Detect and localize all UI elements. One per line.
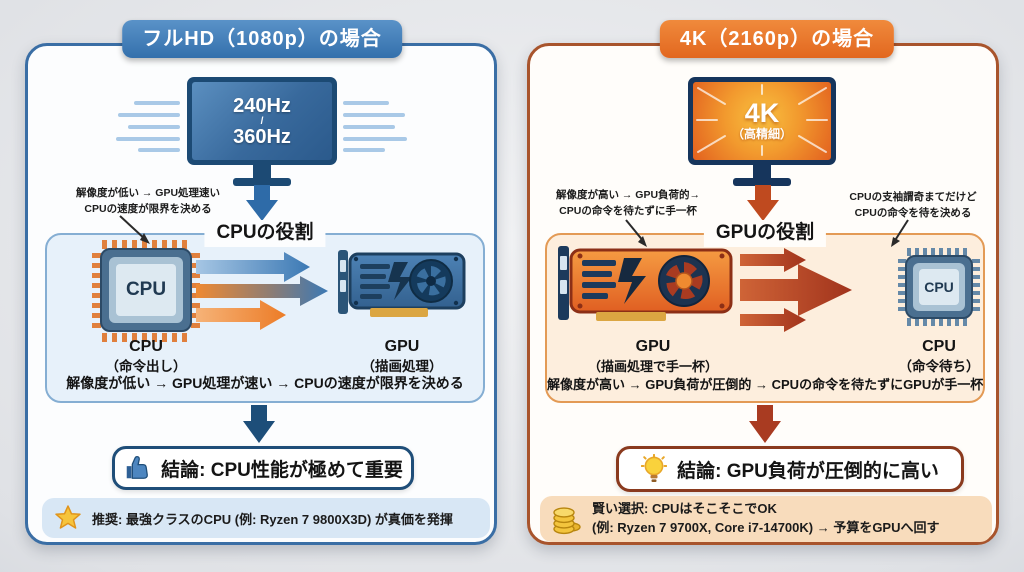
sunburst-icon: [696, 84, 828, 156]
gpu-to-cpu-arrows-icon: [740, 248, 852, 332]
gpu-name: GPU: [635, 338, 671, 355]
chip-pins-right: [191, 253, 200, 329]
smart-choice-text: 賢い選択: CPUはそこそこでOK (例: Ryzen 7 9700X, Cor…: [592, 500, 940, 538]
cpu-chip: CPU: [898, 248, 980, 326]
chip-package: CPU: [100, 248, 192, 332]
refresh-rate-bottom: 360Hz: [233, 125, 291, 148]
gpu-label: GPU （描画処理で手一杯）: [573, 336, 733, 375]
smart-choice-line1: 賢い選択: CPUはそこそこでOK: [592, 501, 777, 517]
fourk-monitor: 4K （高精細）: [688, 77, 836, 186]
resolution-label: 4K: [744, 97, 780, 128]
recommendation-text: 推奨: 最強クラスのCPU (例: Ryzen 7 9800X3D) が真価を発…: [92, 511, 453, 527]
fourk-header: 4K（2160p）の場合: [659, 20, 895, 58]
lightbulb-icon: [641, 454, 668, 482]
annotation-line2: CPUの命令を待たずに手一杯: [559, 204, 697, 217]
fullhd-recommendation: 推奨: 最強クラスのCPU (例: Ryzen 7 9800X3D) が真価を発…: [42, 498, 490, 538]
gpu-card-icon: [558, 246, 733, 321]
gpu-role: （描画処理で手一杯）: [587, 358, 718, 374]
fullhd-header-label: フルHD（1080p）の場合: [142, 28, 382, 50]
cpu-role: （命令出し）: [105, 358, 187, 374]
refresh-rate-separator: /: [260, 115, 264, 127]
conclusion-text: 結論: CPU性能が極めて重要: [161, 459, 403, 481]
fourk-header-label: 4K（2160p）の場合: [679, 28, 875, 50]
fourk-smart-choice: 賢い選択: CPUはそこそこでOK (例: Ryzen 7 9700X, Cor…: [540, 496, 992, 542]
monitor-stand-base: [733, 178, 791, 186]
monitor-screen: 240Hz / 360Hz: [192, 82, 332, 160]
annotation-line1: 解像度が低い → GPU処理速い: [75, 187, 221, 199]
down-arrow-icon: [747, 185, 779, 221]
cpu-label: CPU （命令出し）: [76, 336, 216, 376]
gpu-card-icon: [338, 250, 466, 317]
chip-pins-top: [907, 248, 971, 256]
annotation-line2: CPUの命令を待を決める: [854, 206, 972, 219]
cpu-label: CPU （命令待ち）: [869, 336, 1009, 376]
chip-pins-right: [972, 259, 980, 315]
monitor-frame: 240Hz / 360Hz: [187, 77, 337, 165]
cpu-role-box: CPUの役割 CPU CPU （命令出し）: [45, 220, 485, 403]
thumbs-up-icon: [126, 455, 149, 479]
cpu-annotation-right: CPUの支袖謂奇まてだけど CPUの命令を待を決める: [830, 190, 996, 222]
cpu-name: CPU: [129, 338, 163, 355]
flow-summary: 解像度が高い → GPU負荷が圧倒的 → CPUの命令を待たずにGPUが手一杯: [547, 377, 984, 392]
gpu-role: （描画処理）: [361, 358, 443, 374]
annotation-pointer-icon: [625, 219, 647, 247]
coins-icon: [553, 507, 581, 535]
annotation-pointer-icon: [891, 219, 909, 247]
annotation-line1: CPUの支袖謂奇まてだけど: [849, 191, 977, 203]
chip-package: CPU: [905, 255, 973, 319]
chip-core-label: CPU: [919, 269, 959, 305]
down-arrow-icon: [243, 405, 275, 443]
resolution-sublabel: （高精細）: [731, 126, 792, 141]
fourk-conclusion: 結論: GPU負荷が圧倒的に高い: [616, 446, 964, 492]
fullhd-header: フルHD（1080p）の場合: [122, 20, 402, 58]
cpu-role-title: CPUの役割: [204, 220, 326, 247]
refresh-rate-top: 240Hz: [233, 94, 291, 117]
gpu-role-title: GPUの役割: [703, 220, 827, 247]
monitor-stand-neck: [753, 165, 771, 178]
speed-lines-left-icon: [116, 101, 180, 152]
speed-lines-right-icon: [343, 101, 407, 152]
monitor-stand-neck: [253, 165, 271, 178]
fourk-panel: 4K （高精細） 解像度が高い → GPU負荷的→ CPUの命令を待たずに手一杯…: [527, 43, 999, 545]
down-arrow-icon: [749, 405, 781, 443]
annotation-pointer-icon: [119, 215, 150, 244]
fullhd-conclusion: 結論: CPU性能が極めて重要: [112, 446, 414, 490]
gpu-label: GPU （描画処理）: [332, 336, 472, 376]
chip-pins-bottom: [907, 318, 971, 326]
star-icon: [55, 505, 81, 529]
cpu-role: （命令待ち）: [898, 358, 980, 374]
gpu-role-box: GPUの役割: [545, 220, 985, 403]
flow-summary: 解像度が低い → GPU処理が速い → CPUの速度が限界を決める: [66, 375, 464, 391]
gpu-annotation-left: 解像度が高い → GPU負荷的→ CPUの命令を待たずに手一杯: [538, 188, 718, 220]
conclusion-text: 結論: GPU負荷が圧倒的に高い: [677, 460, 939, 482]
down-arrow-icon: [246, 185, 278, 221]
cpu-annotation: 解像度が低い → GPU処理速い CPUの速度が限界を決める: [40, 186, 256, 218]
monitor-stand-base: [233, 178, 291, 186]
annotation-line2: CPUの速度が限界を決める: [84, 202, 212, 215]
monitor-frame: 4K （高精細）: [688, 77, 836, 165]
smart-choice-line2: (例: Ryzen 7 9700X, Core i7-14700K) → 予算を…: [592, 520, 940, 535]
cpu-to-gpu-arrows-icon: [196, 252, 328, 330]
monitor-screen: 4K （高精細）: [693, 82, 831, 160]
gpu-name: GPU: [384, 338, 420, 355]
chip-pins-left: [898, 259, 906, 315]
cpu-name: CPU: [922, 338, 956, 355]
chip-pins-top: [102, 240, 190, 249]
chip-pins-bottom: [102, 333, 190, 342]
cpu-chip: CPU: [92, 240, 200, 342]
fullhd-panel: 240Hz / 360Hz 解像度が低い → GPU処理速い CPUの速度が限界…: [25, 43, 497, 545]
fullhd-monitor: 240Hz / 360Hz: [187, 77, 337, 186]
annotation-line1: 解像度が高い → GPU負荷的→: [555, 189, 701, 201]
chip-pins-left: [92, 253, 101, 329]
chip-core-label: CPU: [116, 264, 176, 316]
